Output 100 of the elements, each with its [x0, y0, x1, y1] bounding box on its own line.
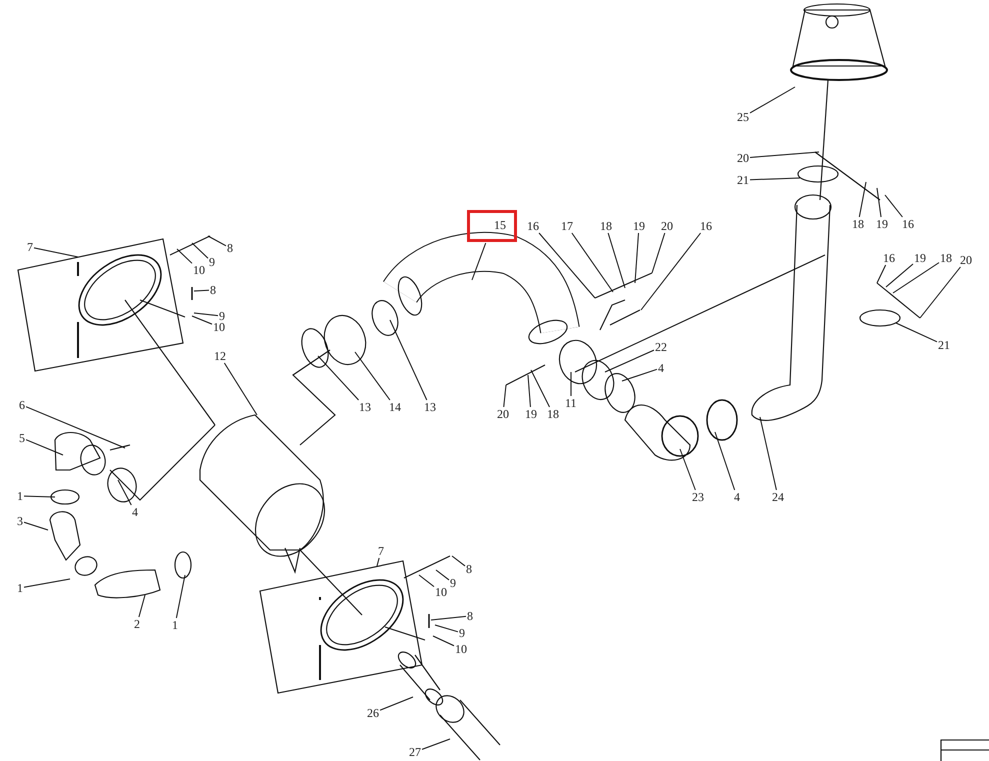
leader-line — [224, 362, 258, 416]
leader-line — [418, 574, 434, 588]
leader-line — [318, 356, 360, 400]
leader-line — [24, 578, 70, 588]
callout-number: 17 — [561, 220, 573, 232]
leader-line — [176, 248, 192, 264]
callout-number: 13 — [359, 401, 371, 413]
leader-line — [176, 574, 186, 618]
callout-number: 10 — [213, 321, 225, 333]
callout-number: 21 — [737, 174, 749, 186]
callout-number: 20 — [661, 220, 673, 232]
leader-line — [892, 262, 940, 294]
leader-line — [452, 556, 466, 566]
leader-line — [538, 232, 596, 298]
leader-line — [26, 406, 126, 448]
leader-line — [858, 182, 866, 218]
leader-line — [884, 194, 903, 218]
callout-number: 19 — [633, 220, 645, 232]
leader-line — [714, 432, 736, 490]
callout-number: 18 — [852, 218, 864, 230]
leader-line — [472, 242, 486, 280]
callout-number: 19 — [914, 252, 926, 264]
callout-number: 25 — [737, 111, 749, 123]
leader-line — [750, 178, 800, 180]
callout-number: 4 — [132, 506, 138, 518]
leader-line — [436, 570, 450, 580]
leader-line — [622, 368, 658, 382]
leader-line — [896, 322, 938, 342]
callout-number: 8 — [227, 242, 233, 254]
callout-number: 16 — [902, 218, 914, 230]
callout-number: 10 — [193, 264, 205, 276]
leader-line — [26, 439, 64, 456]
callout-number: 9 — [209, 256, 215, 268]
leader-line — [608, 232, 626, 288]
leader-line — [192, 242, 208, 259]
callout-number: 24 — [772, 491, 784, 503]
callout-number: 18 — [547, 408, 559, 420]
callout-number: 8 — [466, 563, 472, 575]
callout-number: 7 — [27, 241, 33, 253]
callout-number: 10 — [435, 586, 447, 598]
leader-line — [750, 152, 820, 158]
leader-line — [354, 352, 390, 400]
leader-line — [920, 266, 961, 318]
callout-number: 16 — [700, 220, 712, 232]
callout-number: 16 — [527, 220, 539, 232]
leader-line — [528, 374, 531, 408]
callout-number: 1 — [172, 619, 178, 631]
callout-number: 1 — [17, 582, 23, 594]
callout-number: 3 — [17, 515, 23, 527]
leader-line — [760, 416, 777, 490]
leader-line — [24, 522, 48, 530]
callout-number: 9 — [219, 310, 225, 322]
leader-line — [192, 316, 212, 325]
callout-number: 6 — [19, 399, 25, 411]
callout-number: 9 — [459, 627, 465, 639]
leader-line — [571, 232, 614, 292]
leader-line — [634, 232, 639, 284]
callout-number: 18 — [940, 252, 952, 264]
callout-number: 1 — [17, 490, 23, 502]
callout-number: 20 — [497, 408, 509, 420]
callout-number: 16 — [883, 252, 895, 264]
leader-line — [34, 247, 78, 258]
callout-number: 18 — [600, 220, 612, 232]
leader-line — [570, 372, 572, 396]
callout-number: 22 — [655, 341, 667, 353]
callout-number: 7 — [378, 545, 384, 557]
leader-line — [118, 480, 132, 506]
leader-line — [434, 624, 458, 632]
leader-line — [886, 263, 914, 288]
callout-number: 12 — [214, 350, 226, 362]
callout-number: 5 — [19, 432, 25, 444]
leader-line — [604, 350, 654, 372]
leader-line — [640, 232, 702, 310]
highlighted-callout-number: 15 — [467, 210, 517, 242]
callout-number: 13 — [424, 401, 436, 413]
leader-line — [876, 264, 886, 284]
callout-number: 8 — [210, 284, 216, 296]
leader-line — [380, 696, 414, 711]
callout-number: 9 — [450, 577, 456, 589]
leader-line — [208, 236, 226, 246]
leader-line — [876, 188, 882, 218]
callout-number: 21 — [938, 339, 950, 351]
leader-line — [390, 320, 428, 400]
leader-line — [138, 594, 146, 618]
leader-line — [652, 232, 666, 274]
leader-line — [376, 558, 380, 566]
leader-line — [503, 384, 506, 408]
leader-line — [530, 370, 550, 408]
callout-number: 20 — [960, 254, 972, 266]
callout-number: 2 — [134, 618, 140, 630]
leader-line — [422, 738, 450, 750]
leader-line — [430, 616, 466, 620]
callout-number: 27 — [409, 746, 421, 758]
leader-line — [680, 448, 696, 490]
callout-number: 14 — [389, 401, 401, 413]
leader-line — [432, 636, 454, 646]
leader-line — [750, 86, 796, 114]
callout-number: 19 — [525, 408, 537, 420]
callout-number: 19 — [876, 218, 888, 230]
callout-number: 8 — [467, 610, 473, 622]
